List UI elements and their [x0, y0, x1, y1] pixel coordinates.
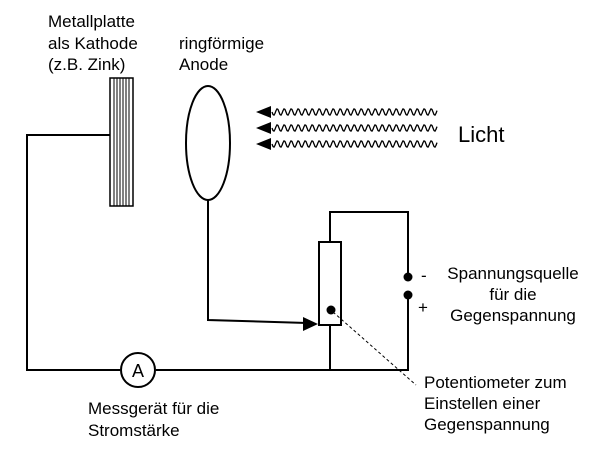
- potentiometer-pointer-line: [332, 311, 417, 386]
- source-label-line1: Spannungsquelle: [447, 264, 578, 283]
- source-top-wire: [329, 211, 409, 275]
- source-label-line2: für die: [489, 285, 536, 304]
- potentiometer-label-line1: Potentiometer zum: [424, 373, 567, 392]
- cathode-label-line3: (z.B. Zink): [48, 55, 125, 74]
- potentiometer-label-line2: Einstellen einer: [424, 394, 541, 413]
- source-loop-wire: [330, 295, 409, 371]
- source-terminal-minus: [403, 272, 413, 282]
- light-arrowhead-3: [256, 138, 271, 150]
- light-arrowhead-1: [256, 106, 271, 118]
- ring-anode: [185, 85, 231, 201]
- light-arrowhead-2: [256, 122, 271, 134]
- cathode-label-line1: Metallplatte: [48, 12, 135, 31]
- source-minus-sign: -: [421, 266, 427, 285]
- cathode-plate: [109, 77, 134, 207]
- circuit-wires: [26, 134, 409, 371]
- ammeter: [120, 352, 156, 388]
- meter-label-line1: Messgerät für die: [88, 399, 219, 418]
- anode-label-line1: ringförmige: [179, 34, 264, 53]
- source-label-line3: Gegenspannung: [450, 306, 576, 325]
- light-waves: [256, 106, 438, 150]
- cathode-label-line2: als Kathode: [48, 34, 138, 53]
- ammeter-symbol: A: [132, 361, 144, 381]
- wiper-arrowhead: [303, 317, 318, 331]
- light-label: Licht: [458, 122, 504, 147]
- meter-label-line2: Stromstärke: [88, 421, 180, 440]
- light-wave-1: [271, 107, 438, 117]
- anode-wire: [207, 200, 308, 324]
- light-wave-3: [271, 139, 438, 149]
- source-terminal-plus: [403, 290, 413, 300]
- light-wave-2: [271, 123, 438, 133]
- source-plus-sign: +: [418, 298, 428, 317]
- potentiometer-label-line3: Gegenspannung: [424, 415, 550, 434]
- cathode-wire: [26, 134, 120, 371]
- anode-label-line2: Anode: [179, 55, 228, 74]
- potentiometer: [318, 241, 342, 326]
